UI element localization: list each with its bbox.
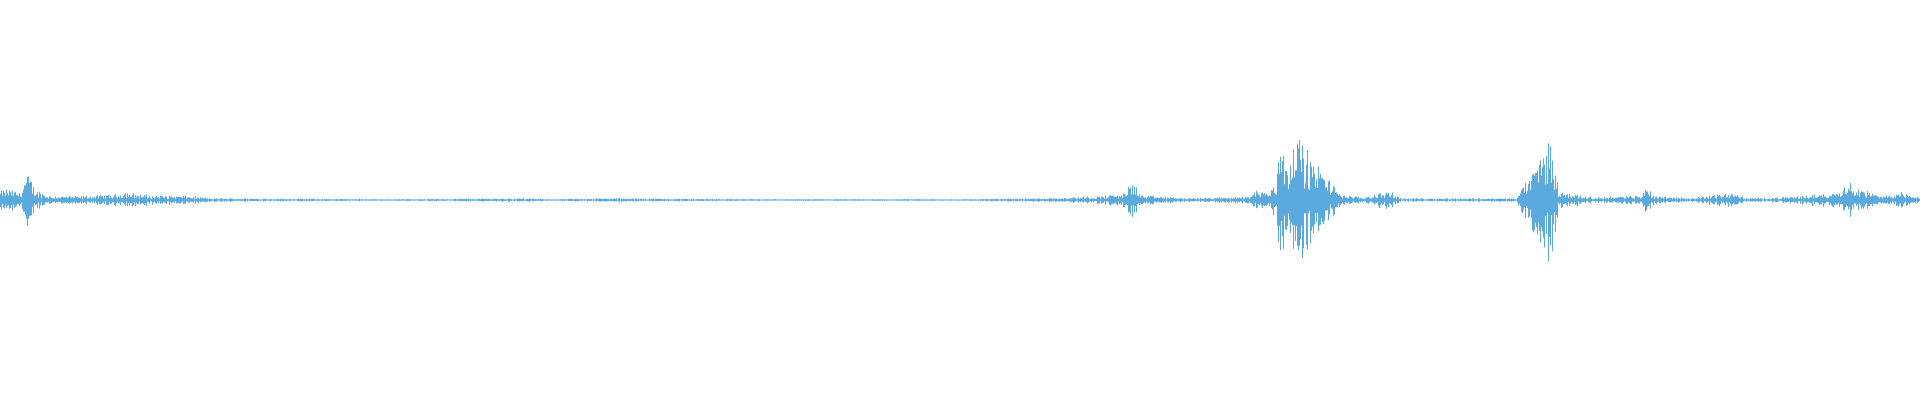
waveform-signal <box>0 140 1920 262</box>
